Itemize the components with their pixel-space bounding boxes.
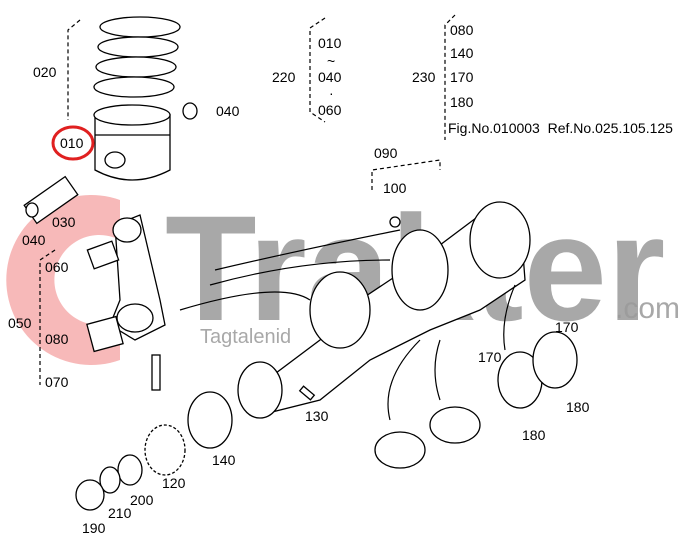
group-230-item: 080	[450, 22, 474, 38]
label-060[interactable]: 060	[45, 259, 69, 275]
group-230-item: 170	[450, 69, 474, 85]
ring-200	[117, 454, 143, 486]
main-bearing	[429, 406, 481, 444]
label-170b[interactable]: 170	[478, 349, 502, 365]
bolt-070	[151, 354, 161, 391]
arrow	[214, 229, 401, 271]
key-130	[298, 385, 316, 401]
bearing-080	[86, 315, 124, 353]
snap-ring-040	[182, 102, 198, 120]
collar-190	[75, 479, 105, 511]
watermark-logo-icon	[6, 195, 120, 365]
label-170[interactable]: 170	[555, 319, 579, 335]
label-020[interactable]: 020	[33, 64, 57, 80]
bracket-020	[67, 19, 81, 120]
gear-120	[144, 424, 186, 476]
group-220-label[interactable]: 220	[272, 69, 296, 85]
connecting-rod	[109, 214, 166, 341]
bracket-090	[371, 159, 441, 190]
ring-210	[99, 466, 121, 494]
snap-ring-040b	[25, 202, 39, 218]
label-130[interactable]: 130	[305, 408, 329, 424]
group-230-label[interactable]: 230	[412, 69, 436, 85]
label-100[interactable]: 100	[383, 180, 407, 196]
part-labels: 020 040 010 030 040 060 050 080 070 090 …	[8, 22, 673, 536]
label-180b[interactable]: 180	[522, 427, 546, 443]
label-180[interactable]: 180	[566, 399, 590, 415]
group-220-sep: ·	[329, 85, 334, 101]
watermark-tagline: Tagtalenid	[200, 326, 291, 348]
label-090[interactable]: 090	[374, 145, 398, 161]
bracket-230	[444, 14, 456, 140]
crankshaft	[237, 201, 531, 419]
label-010[interactable]: 010	[60, 135, 84, 151]
label-050[interactable]: 050	[8, 315, 32, 331]
piston-rings	[93, 16, 181, 98]
bearing-140	[187, 391, 233, 449]
watermark-suffix: .com	[615, 292, 680, 325]
group-230-item: 140	[450, 45, 474, 61]
label-200[interactable]: 200	[130, 492, 154, 508]
bushing-060	[86, 240, 120, 270]
group-220-item: 010	[318, 35, 342, 51]
label-040b[interactable]: 040	[22, 232, 46, 248]
label-080[interactable]: 080	[45, 331, 69, 347]
label-120[interactable]: 120	[162, 475, 186, 491]
label-190[interactable]: 190	[82, 520, 106, 536]
figure-reference: Fig.No.010003 Ref.No.025.105.125	[448, 120, 673, 136]
group-220-item: 060	[318, 102, 342, 118]
highlight-circle	[51, 125, 95, 161]
label-140[interactable]: 140	[212, 452, 236, 468]
piston	[93, 104, 171, 181]
plug-100	[389, 216, 401, 228]
label-210[interactable]: 210	[108, 505, 132, 521]
bracket-050	[39, 249, 56, 385]
group-220-sep: ~	[327, 53, 335, 69]
label-040[interactable]: 040	[216, 103, 240, 119]
bracket-220	[309, 17, 326, 123]
main-bearing	[374, 431, 426, 469]
label-030[interactable]: 030	[52, 214, 76, 230]
group-220-item: 040	[318, 69, 342, 85]
thrust-bearing	[532, 331, 578, 389]
label-070[interactable]: 070	[45, 374, 69, 390]
group-230-item: 180	[450, 94, 474, 110]
